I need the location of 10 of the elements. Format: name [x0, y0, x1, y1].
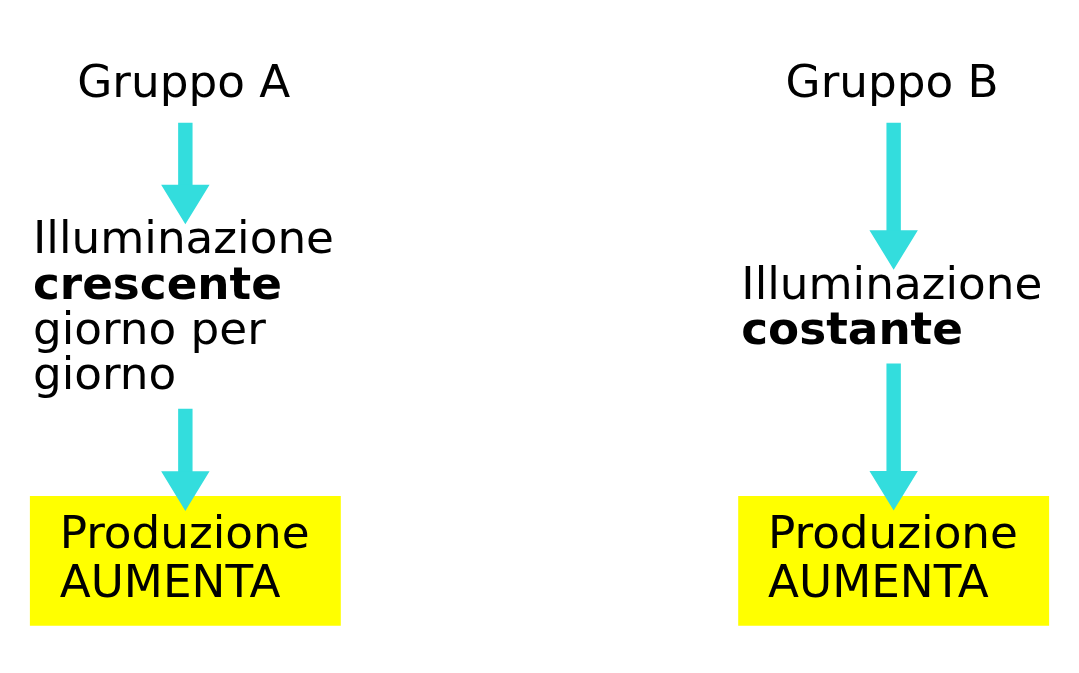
node-text: Gruppo A [77, 54, 291, 108]
arrow [161, 122, 210, 225]
node-box: Produzione AUMENTA [738, 496, 1050, 626]
node-text: Illuminazione crescente giorno per giorno [32, 211, 334, 401]
node-box: Produzione AUMENTA [29, 496, 341, 626]
node-text: Gruppo B [785, 54, 999, 108]
arrow [869, 122, 918, 270]
node-text: Illuminazione costante [741, 256, 1043, 355]
arrow [869, 363, 918, 511]
arrow [161, 408, 210, 511]
